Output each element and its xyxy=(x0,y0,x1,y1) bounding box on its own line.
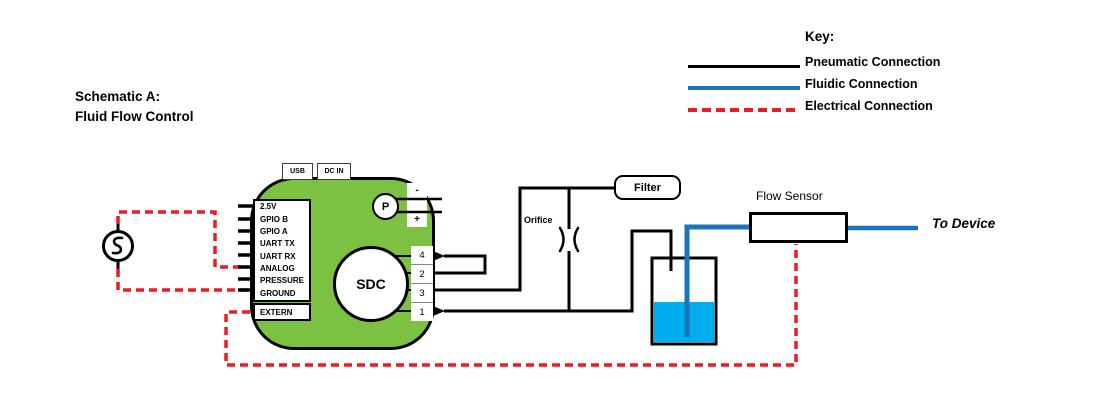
pin-pressure: PRESSURE xyxy=(260,276,305,286)
port1-flow-arrow xyxy=(433,306,445,316)
legend-fluidic-line-swatch xyxy=(688,86,800,90)
usb-connector: USB xyxy=(282,163,313,180)
sdc-controller-symbol: SDC xyxy=(333,246,409,322)
flow-sensor-component xyxy=(749,212,848,243)
pump-port-strip: - + xyxy=(407,183,427,227)
electrical-wire-ac-to-analog xyxy=(116,210,247,269)
reservoir-container xyxy=(650,256,718,346)
pneumatic-wire-port1-to-reservoir xyxy=(444,229,673,313)
electrical-wire-ac-to-ground xyxy=(116,269,247,292)
pneumatic-wire-port4-to-port2 xyxy=(433,254,487,275)
filter-component: Filter xyxy=(614,175,681,200)
pneumatic-wire-port3-to-filter xyxy=(433,186,616,292)
legend-fluidic-label: Fluidic Connection xyxy=(805,77,918,91)
pump-port-minus: - xyxy=(415,185,419,196)
sdc-port-3: 3 xyxy=(411,284,433,303)
pin-ground: GROUND xyxy=(260,288,296,298)
to-device-label: To Device xyxy=(932,216,996,231)
schematic-title-line2: Fluid Flow Control xyxy=(75,109,194,124)
orifice-symbol xyxy=(558,226,580,253)
pin-2v5: 2.5V xyxy=(260,202,277,212)
electrical-wire-extern-to-flow-sensor xyxy=(224,244,798,367)
pump-port-plus: + xyxy=(414,214,420,225)
flow-sensor-label: Flow Sensor xyxy=(756,189,823,203)
fluidic-wire-reservoir-to-flow-sensor xyxy=(684,224,750,337)
legend-pneumatic-label: Pneumatic Connection xyxy=(805,55,941,69)
pump-symbol: P xyxy=(372,193,399,220)
sdc-port-2: 2 xyxy=(411,265,433,284)
pin-header: 2.5V GPIO B GPIO A UART TX UART RX ANALO… xyxy=(253,199,311,302)
sdc-port-strip: 4 2 3 1 xyxy=(411,246,433,321)
dc-in-connector: DC IN xyxy=(317,163,351,180)
pin-stubs xyxy=(238,204,253,292)
legend-electrical-line-swatch xyxy=(688,108,800,112)
pin-uart-rx: UART RX xyxy=(260,251,296,261)
extern-port: EXTERN xyxy=(253,303,311,321)
legend-pneumatic-line-swatch xyxy=(688,65,800,68)
pin-analog: ANALOG xyxy=(260,264,295,274)
sdc-port-1: 1 xyxy=(419,306,425,318)
port4-flow-arrow xyxy=(433,251,445,261)
pin-gpio-a: GPIO A xyxy=(260,226,288,236)
legend-electrical-label: Electrical Connection xyxy=(805,99,933,113)
orifice-label: Orifice xyxy=(524,215,553,225)
reservoir-liquid xyxy=(654,302,714,342)
legend-heading: Key: xyxy=(805,29,835,44)
schematic-title: Schematic A: Fluid Flow Control xyxy=(75,87,193,127)
schematic-title-line1: Schematic A: xyxy=(75,89,161,104)
ac-source-sine-glyph xyxy=(111,236,124,255)
pin-uart-tx: UART TX xyxy=(260,239,295,249)
sdc-port-4: 4 xyxy=(411,246,433,265)
pin-gpio-b: GPIO B xyxy=(260,214,289,224)
